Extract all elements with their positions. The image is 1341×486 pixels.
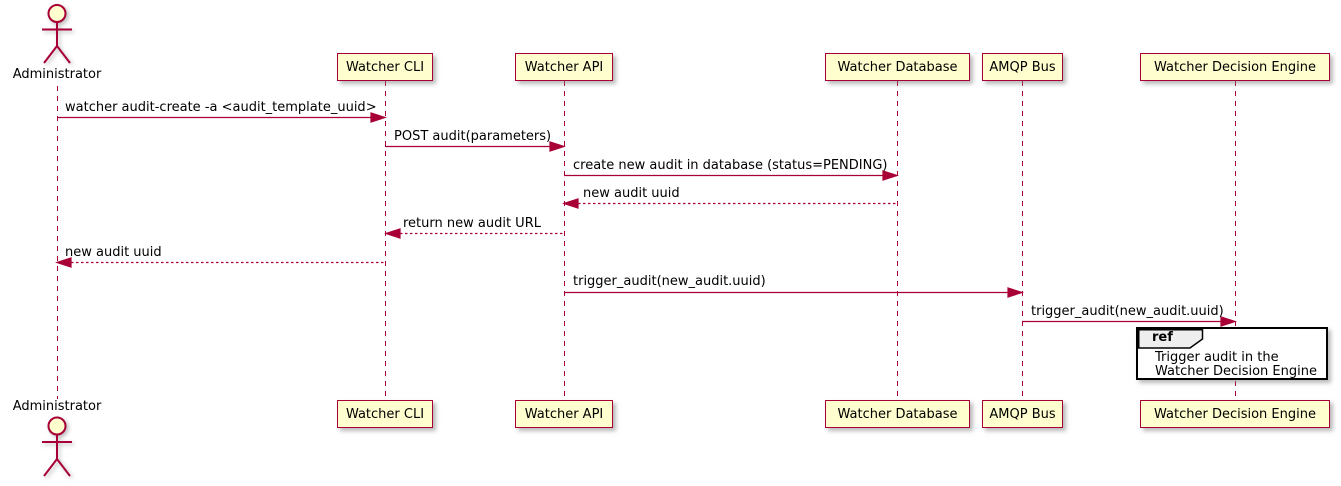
- actor-label-top: Administrator: [12, 67, 102, 82]
- message-arrow-8: [1022, 316, 1237, 327]
- message-label-3: create new audit in database (status=PEN…: [573, 158, 888, 173]
- ref-text-line-1: Trigger audit in the: [1155, 350, 1279, 365]
- message-label-1: watcher audit-create -a <audit_template_…: [65, 100, 377, 115]
- arrowhead-left-icon: [384, 228, 401, 239]
- message-arrow-1: [57, 112, 387, 123]
- participant-watcher-cli-bottom: Watcher CLI: [337, 400, 433, 428]
- participant-amqp-bus-bottom: AMQP Bus: [982, 400, 1063, 428]
- arrowhead-right-icon: [370, 112, 387, 123]
- message-arrow-6: [55, 257, 385, 268]
- participant-amqp-bus-top: AMQP Bus: [982, 53, 1063, 81]
- message-arrow-5: [384, 228, 564, 239]
- participant-watcher-decision-engine-top: Watcher Decision Engine: [1140, 53, 1330, 81]
- message-label-6: new audit uuid: [65, 245, 162, 260]
- message-label-8: trigger_audit(new_audit.uuid): [1031, 304, 1224, 319]
- participant-watcher-api-top: Watcher API: [515, 53, 613, 81]
- message-arrow-3: [564, 170, 899, 181]
- arrowhead-right-icon: [882, 170, 899, 181]
- participant-watcher-api-bottom: Watcher API: [515, 400, 613, 428]
- participant-watcher-cli-top: Watcher CLI: [337, 53, 433, 81]
- lifelines: [57, 81, 1236, 400]
- message-label-5: return new audit URL: [403, 216, 541, 231]
- message-label-7: trigger_audit(new_audit.uuid): [573, 274, 766, 289]
- actor-icon: [42, 4, 72, 64]
- arrowhead-left-icon: [55, 257, 72, 268]
- message-arrows: [55, 112, 1237, 327]
- participant-watcher-database-top: Watcher Database: [825, 53, 970, 81]
- actor-label-bottom: Administrator: [12, 399, 102, 414]
- ref-text-line-2: Watcher Decision Engine: [1155, 364, 1317, 379]
- arrowhead-right-icon: [1220, 316, 1237, 327]
- message-label-4: new audit uuid: [583, 186, 680, 201]
- arrowhead-right-icon: [549, 141, 566, 152]
- participant-watcher-decision-engine-bottom: Watcher Decision Engine: [1140, 400, 1330, 428]
- ref-pentagon-icon: [1138, 329, 1204, 349]
- ref-keyword: ref: [1152, 330, 1173, 345]
- actor-icon-bottom: [42, 416, 72, 477]
- arrowhead-right-icon: [1007, 287, 1024, 298]
- participant-watcher-database-bottom: Watcher Database: [825, 400, 970, 428]
- ref-fragment: ref Trigger audit in the Watcher Decisio…: [1136, 327, 1328, 380]
- message-arrow-7: [564, 287, 1024, 298]
- message-arrow-4: [562, 198, 897, 209]
- arrowhead-left-icon: [562, 198, 579, 209]
- message-arrow-2: [385, 141, 566, 152]
- message-label-2: POST audit(parameters): [394, 129, 552, 144]
- ref-text: Trigger audit in the Watcher Decision En…: [1155, 351, 1317, 379]
